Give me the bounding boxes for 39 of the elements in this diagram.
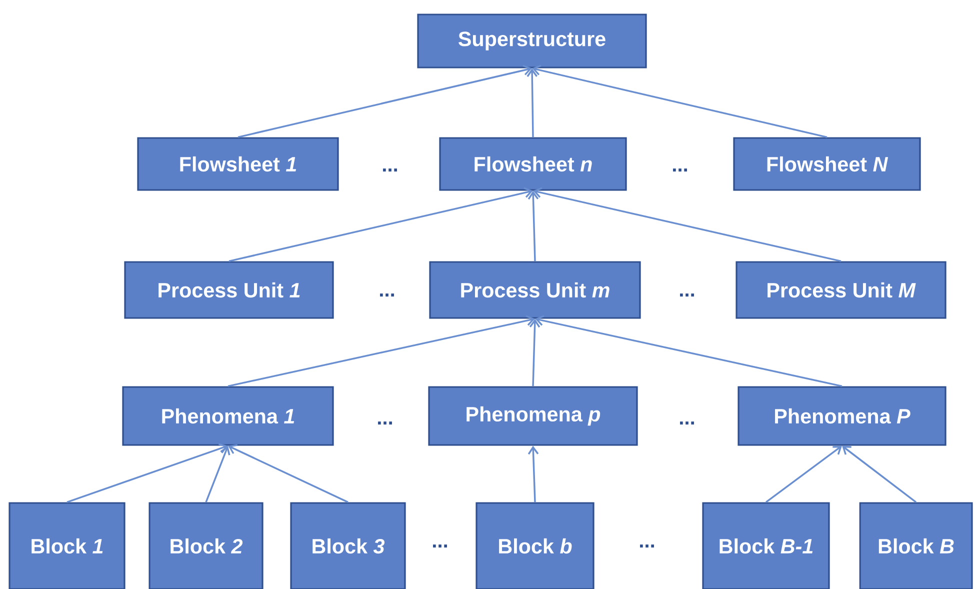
arrow: [228, 315, 535, 388]
process-box: Block B-1: [702, 502, 830, 589]
ellipsis: ...: [383, 168, 397, 172]
ellipsis: ...: [433, 544, 447, 548]
arrow: [532, 64, 828, 138]
process-box: Phenomena p: [428, 386, 638, 446]
process-box: Block 1: [8, 502, 126, 589]
arrow: [228, 444, 348, 503]
arrow: [535, 315, 842, 388]
arrow: [529, 318, 540, 386]
ellipsis: ...: [640, 544, 654, 548]
process-box: Block 3: [290, 502, 406, 589]
ellipsis: ...: [680, 294, 694, 296]
process-box: Process Unit M: [736, 261, 946, 319]
arrow: [66, 443, 228, 504]
arrow: [528, 190, 539, 262]
process-box: Flowsheet N: [733, 137, 921, 191]
process-box: Superstructure: [417, 14, 647, 68]
ellipsis: ...: [680, 422, 694, 424]
process-box: Phenomena P: [738, 386, 946, 446]
arrow: [533, 187, 842, 262]
process-box: Flowsheet 1: [137, 137, 339, 191]
arrow: [842, 446, 917, 503]
arrow: [528, 446, 539, 502]
arrow: [526, 68, 538, 138]
process-box: Flowsheet n: [439, 137, 627, 191]
process-box: Phenomena 1: [122, 386, 334, 446]
process-box: Block 2: [148, 502, 264, 589]
arrow: [228, 187, 533, 262]
process-box: Block B: [859, 502, 973, 589]
ellipsis: ...: [673, 168, 687, 172]
process-box: Process Unit 1: [124, 261, 334, 319]
arrow: [205, 446, 230, 503]
ellipsis: ...: [378, 422, 392, 424]
process-box: Block b: [476, 502, 594, 589]
arrow: [238, 64, 532, 138]
ellipsis: ...: [380, 294, 394, 296]
arrow: [765, 446, 842, 503]
process-box: Process Unit m: [429, 261, 641, 319]
